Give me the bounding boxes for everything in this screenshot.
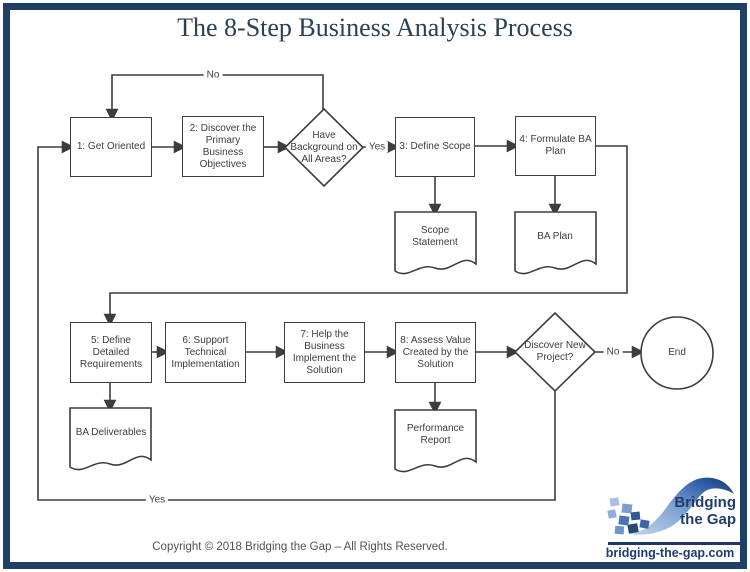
decision2-diamond bbox=[513, 311, 597, 393]
edge-decision2-step1-yes-loop bbox=[37, 140, 556, 501]
logo-fragment-squares bbox=[607, 497, 650, 535]
step4-box: 4: Formulate BA Plan bbox=[515, 116, 596, 176]
page-border-frame bbox=[3, 3, 747, 569]
edge-label-no-bottom: No bbox=[603, 346, 623, 358]
end-label: End bbox=[668, 347, 686, 358]
flow-connectors bbox=[37, 74, 645, 501]
copyright-text: Copyright © 2018 Bridging the Gap – All … bbox=[152, 541, 448, 553]
decision2-label: Discover New Project? bbox=[524, 340, 586, 363]
end-circle bbox=[640, 316, 714, 390]
edge-label-yes-bottom: Yes bbox=[145, 494, 169, 506]
edge-label-yes-top: Yes bbox=[365, 141, 389, 153]
logo-swoosh-wave bbox=[630, 477, 734, 535]
step7-box: 7: Help the Business Implement the Solut… bbox=[284, 322, 365, 383]
page-title: The 8-Step Business Analysis Process bbox=[177, 13, 573, 42]
bridging-the-gap-logo: Bridging the Gap bridging-the-gap.com bbox=[600, 472, 740, 564]
logo-wordmark: Bridging the Gap bbox=[674, 494, 736, 528]
step1-box: 1: Get Oriented bbox=[70, 117, 152, 177]
step3-box: 3: Define Scope bbox=[395, 117, 475, 177]
step2-box: 2: Discover the Primary Business Objecti… bbox=[182, 116, 264, 177]
step6-box: 6: Support Technical Implementation bbox=[165, 322, 246, 383]
edge-step4-step5 bbox=[103, 145, 628, 327]
logo-url: bridging-the-gap.com bbox=[605, 546, 735, 560]
decision1-label: Have Background on All Areas? bbox=[290, 129, 358, 165]
step8-box: 8: Assess Value Created by the Solution bbox=[395, 322, 476, 383]
deliverables-document-label: BA Deliverables bbox=[75, 427, 147, 438]
performance-document-label: Performance Report bbox=[406, 423, 465, 446]
edge-label-no-top: No bbox=[203, 69, 223, 81]
step5-box: 5: Define Detailed Requirements bbox=[70, 322, 152, 383]
scope-document-label: Scope Statement bbox=[412, 225, 458, 248]
decision1-diamond bbox=[283, 107, 365, 188]
logo-swoosh-icon bbox=[607, 477, 734, 535]
baplan-document-label: BA Plan bbox=[537, 231, 573, 242]
logo-divider bbox=[608, 542, 740, 545]
